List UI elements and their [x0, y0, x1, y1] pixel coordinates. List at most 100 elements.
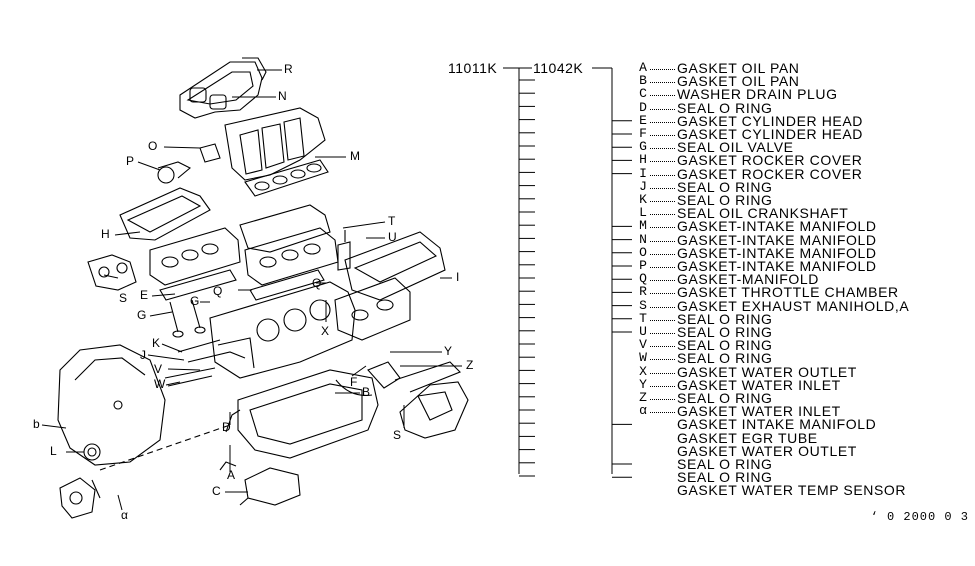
callout-label: B: [362, 385, 371, 399]
leader-dots: [650, 135, 675, 137]
callout-label: S: [119, 291, 128, 305]
item-code: Y: [639, 376, 647, 392]
leader-dots: [650, 346, 675, 348]
callout-label: Q: [213, 284, 223, 298]
leader-dots: [650, 69, 675, 71]
callout-label: V: [154, 362, 163, 376]
leader-dots: [650, 187, 675, 190]
item-description: WASHER DRAIN PLUG: [677, 86, 838, 103]
callout-label: D: [222, 420, 231, 434]
item-description: GASKET EGR TUBE: [677, 429, 818, 446]
item-description: GASKET EXHAUST MANIHOLD,A: [677, 297, 910, 314]
item-code: X: [639, 363, 647, 379]
callout-label: N: [278, 89, 287, 103]
callout-label: T: [388, 214, 396, 228]
item-description: GASKET WATER INLET: [677, 403, 841, 420]
callout-label: G: [137, 308, 147, 322]
leader-dots: [650, 121, 675, 124]
callout-label: L: [50, 444, 57, 458]
item-description: SEAL O RING: [677, 310, 773, 327]
item-code: P: [639, 258, 647, 273]
leader-dots: [650, 227, 675, 229]
item-code: Z: [639, 390, 647, 405]
item-description: SEAL O RING: [677, 324, 773, 340]
item-code: W: [639, 350, 647, 366]
item-description: SEAL O RING: [677, 456, 773, 472]
item-code: B: [639, 73, 647, 89]
leader-dots: [650, 82, 675, 84]
leader-dots: [650, 201, 675, 203]
callout-label: P: [126, 154, 135, 168]
callout-label: F: [350, 375, 358, 389]
item-description: GASKET WATER OUTLET: [677, 442, 857, 459]
leader-dots: [650, 359, 675, 361]
item-description: SEAL O RING: [677, 192, 773, 208]
item-code: G: [639, 139, 647, 155]
leader-dots: [650, 399, 675, 401]
item-description: GASKET CYLINDER HEAD: [677, 112, 864, 129]
item-description: SEAL O RING: [677, 350, 773, 367]
engine-exploded-drawing: [57, 57, 469, 519]
item-code: I: [639, 165, 647, 181]
item-code: H: [639, 152, 647, 168]
item-description: GASKET CYLINDER HEAD: [677, 126, 864, 142]
item-description: SEAL O RING: [677, 390, 773, 406]
item-description: SEAL O RING: [677, 337, 773, 354]
callout-label: R: [284, 62, 293, 76]
leader-dots: [650, 267, 675, 269]
item-description: SEAL OIL CRANKSHAFT: [677, 205, 849, 222]
leader-dots: [650, 214, 675, 216]
callout-label: Q: [312, 276, 322, 290]
item-code: A: [639, 60, 647, 75]
callout-label: J: [140, 348, 146, 362]
callout-label: S: [393, 428, 402, 442]
callout-label: H: [101, 227, 110, 241]
main-part-number: 11011K: [448, 60, 498, 76]
item-code: Q: [639, 271, 647, 287]
item-code: K: [639, 192, 647, 207]
item-code: E: [639, 112, 647, 128]
item-code: M: [639, 218, 647, 234]
item-description: GASKET-INTAKE MANIFOLD: [677, 231, 877, 248]
item-code: T: [639, 310, 647, 326]
part-number-tree: [503, 67, 632, 478]
item-code: J: [639, 178, 647, 194]
item-description: GASKET WATER OUTLET: [677, 363, 857, 380]
leader-dots: [650, 293, 675, 295]
leader-dots: [650, 95, 675, 97]
item-code: L: [639, 205, 647, 221]
item-description: SEAL O RING: [677, 178, 773, 195]
item-description: GASKET OIL PAN: [677, 73, 800, 90]
leader-dots: [650, 372, 675, 375]
leader-dots: [650, 108, 675, 111]
callout-label: Y: [444, 344, 453, 358]
callout-label: G: [190, 294, 200, 308]
leader-dots: [650, 412, 675, 414]
callout-label: K: [152, 336, 161, 350]
callout-label: O: [148, 139, 158, 153]
leader-dots: [650, 253, 675, 256]
item-description: SEAL O RING: [677, 99, 773, 116]
leader-dots: [650, 319, 675, 322]
callout-label: U: [388, 230, 397, 244]
item-description: GASKET-INTAKE MANIFOLD: [677, 258, 877, 274]
callout-label: X: [321, 324, 330, 338]
leader-dots: [650, 280, 675, 282]
item-code: U: [639, 324, 647, 339]
item-description: SEAL OIL VALVE: [677, 139, 794, 156]
leader-dots: [650, 333, 675, 335]
callout-label: A: [227, 468, 236, 482]
callout-label: M: [350, 149, 360, 163]
callout-label: W: [154, 377, 166, 391]
callout-label: E: [140, 288, 149, 302]
item-description: GASKET WATER INLET: [677, 376, 841, 393]
item-code: F: [639, 126, 647, 141]
callout-leaders: [41, 69, 462, 511]
leader-dots: [650, 161, 675, 163]
callout-label: Z: [466, 358, 474, 372]
item-description: GASKET-INTAKE MANIFOLD: [677, 244, 877, 261]
item-code: D: [639, 99, 647, 115]
item-code: S: [639, 297, 647, 313]
leader-dots: [650, 240, 675, 243]
